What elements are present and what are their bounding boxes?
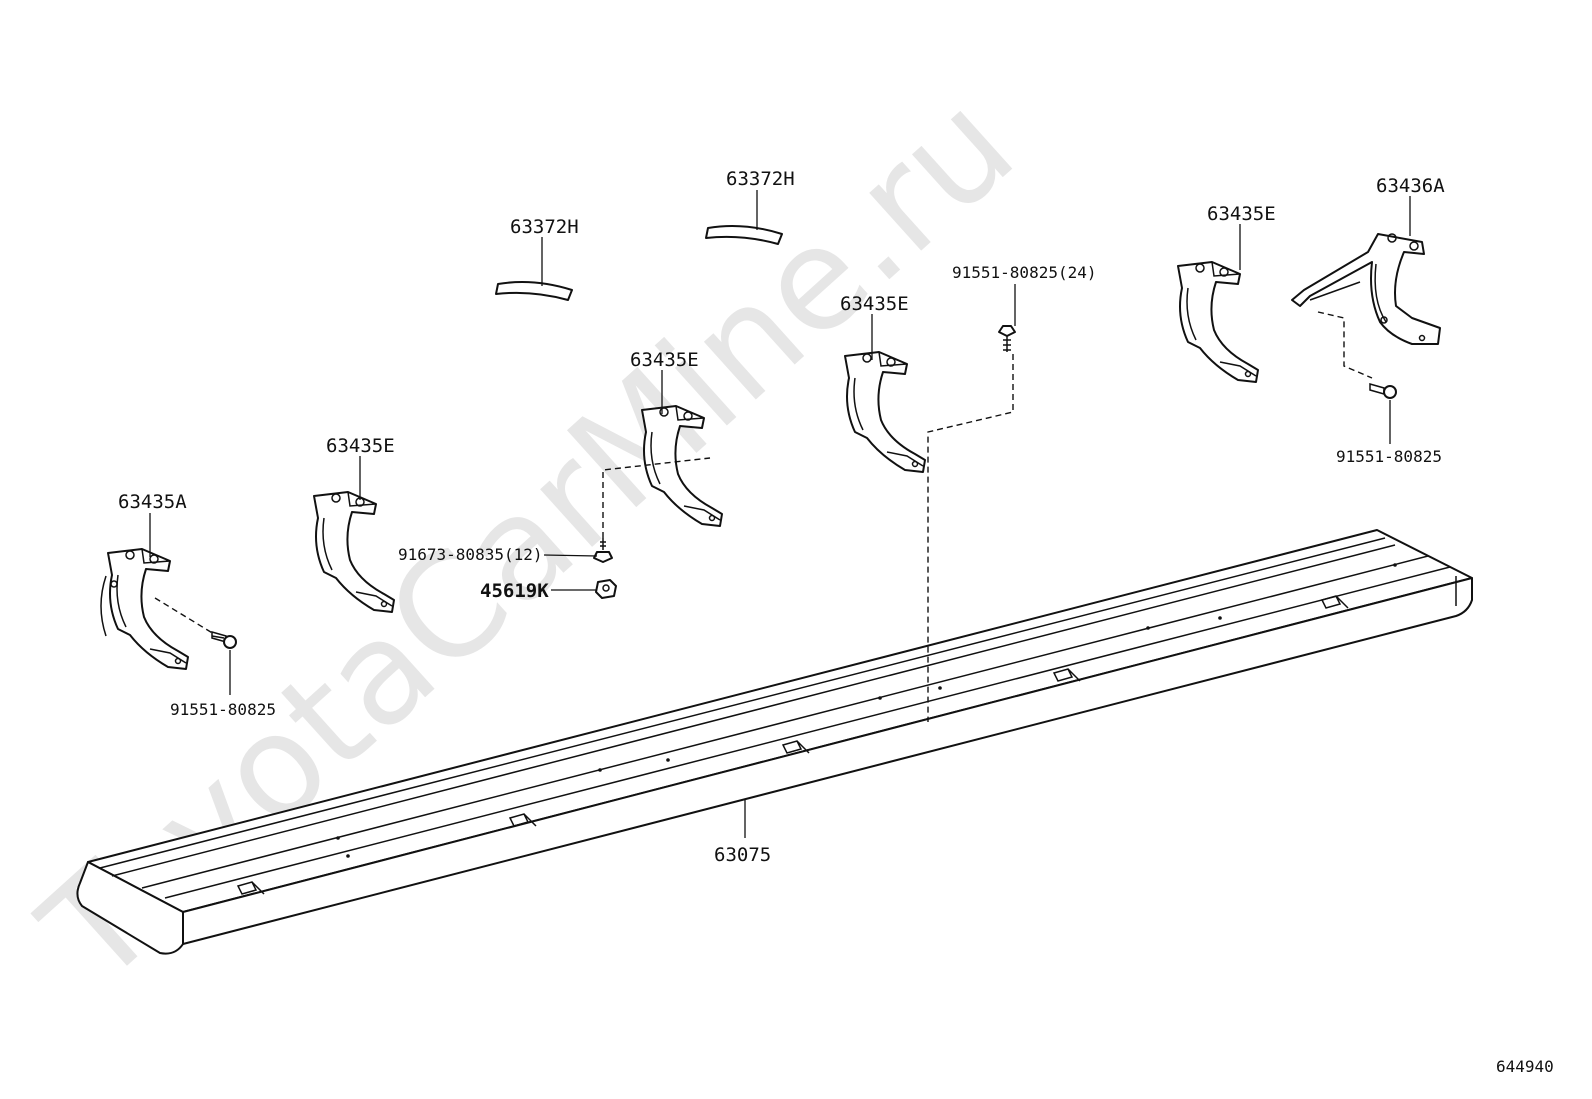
label-91551-front: 91551-80825 — [170, 700, 276, 719]
label-63372H-2: 63372H — [726, 168, 795, 190]
figure-number: 644940 — [1496, 1057, 1554, 1076]
bracket-63435A — [100, 548, 189, 670]
label-63436A: 63436A — [1376, 175, 1445, 197]
label-45619K: 45619K — [480, 580, 549, 602]
bolt-91551-rear — [1369, 383, 1397, 399]
label-63435E-3: 63435E — [840, 293, 909, 315]
nut-45619K — [595, 579, 617, 599]
bracket-63436A — [1291, 233, 1441, 345]
bolt-91551-front — [211, 631, 237, 649]
label-91551-main: 91551-80825(24) — [952, 263, 1097, 282]
bracket-63435E-3 — [844, 351, 926, 473]
leader-lines — [149, 190, 1411, 838]
label-63435A: 63435A — [118, 491, 187, 513]
label-63372H-1: 63372H — [510, 216, 579, 238]
pad-63372H-2 — [705, 225, 783, 245]
label-63435E-4: 63435E — [1207, 203, 1276, 225]
label-91551-rear: 91551-80825 — [1336, 447, 1442, 466]
label-63075: 63075 — [714, 844, 771, 866]
pad-63372H-1 — [495, 281, 573, 301]
bracket-63435E-4 — [1177, 261, 1259, 383]
label-63435E-1: 63435E — [326, 435, 395, 457]
dashed-lines — [154, 311, 1373, 722]
label-91673: 91673-80835(12) — [398, 545, 543, 564]
screw-91673 — [593, 538, 613, 563]
label-63435E-2: 63435E — [630, 349, 699, 371]
running-board — [76, 529, 1473, 955]
bolt-91551-main — [998, 325, 1016, 352]
bracket-63435E-1 — [313, 491, 395, 613]
